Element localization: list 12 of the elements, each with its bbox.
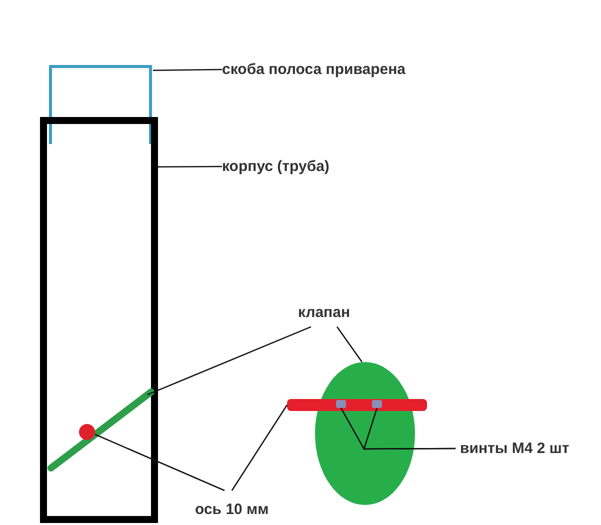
leader-line [153,68,222,72]
leader-line [94,434,225,492]
part-label: корпус (труба) [222,157,330,176]
leader-line [363,408,456,450]
leader-line [231,404,288,491]
part-label: скоба полоса приварена [222,60,406,79]
leader-line [147,326,312,396]
part-label: ось 10 мм [195,500,269,519]
leader-line [158,166,222,168]
part-label: клапан [298,303,350,322]
leader-line [336,326,363,362]
part-label: винты М4 2 шт [460,439,570,458]
